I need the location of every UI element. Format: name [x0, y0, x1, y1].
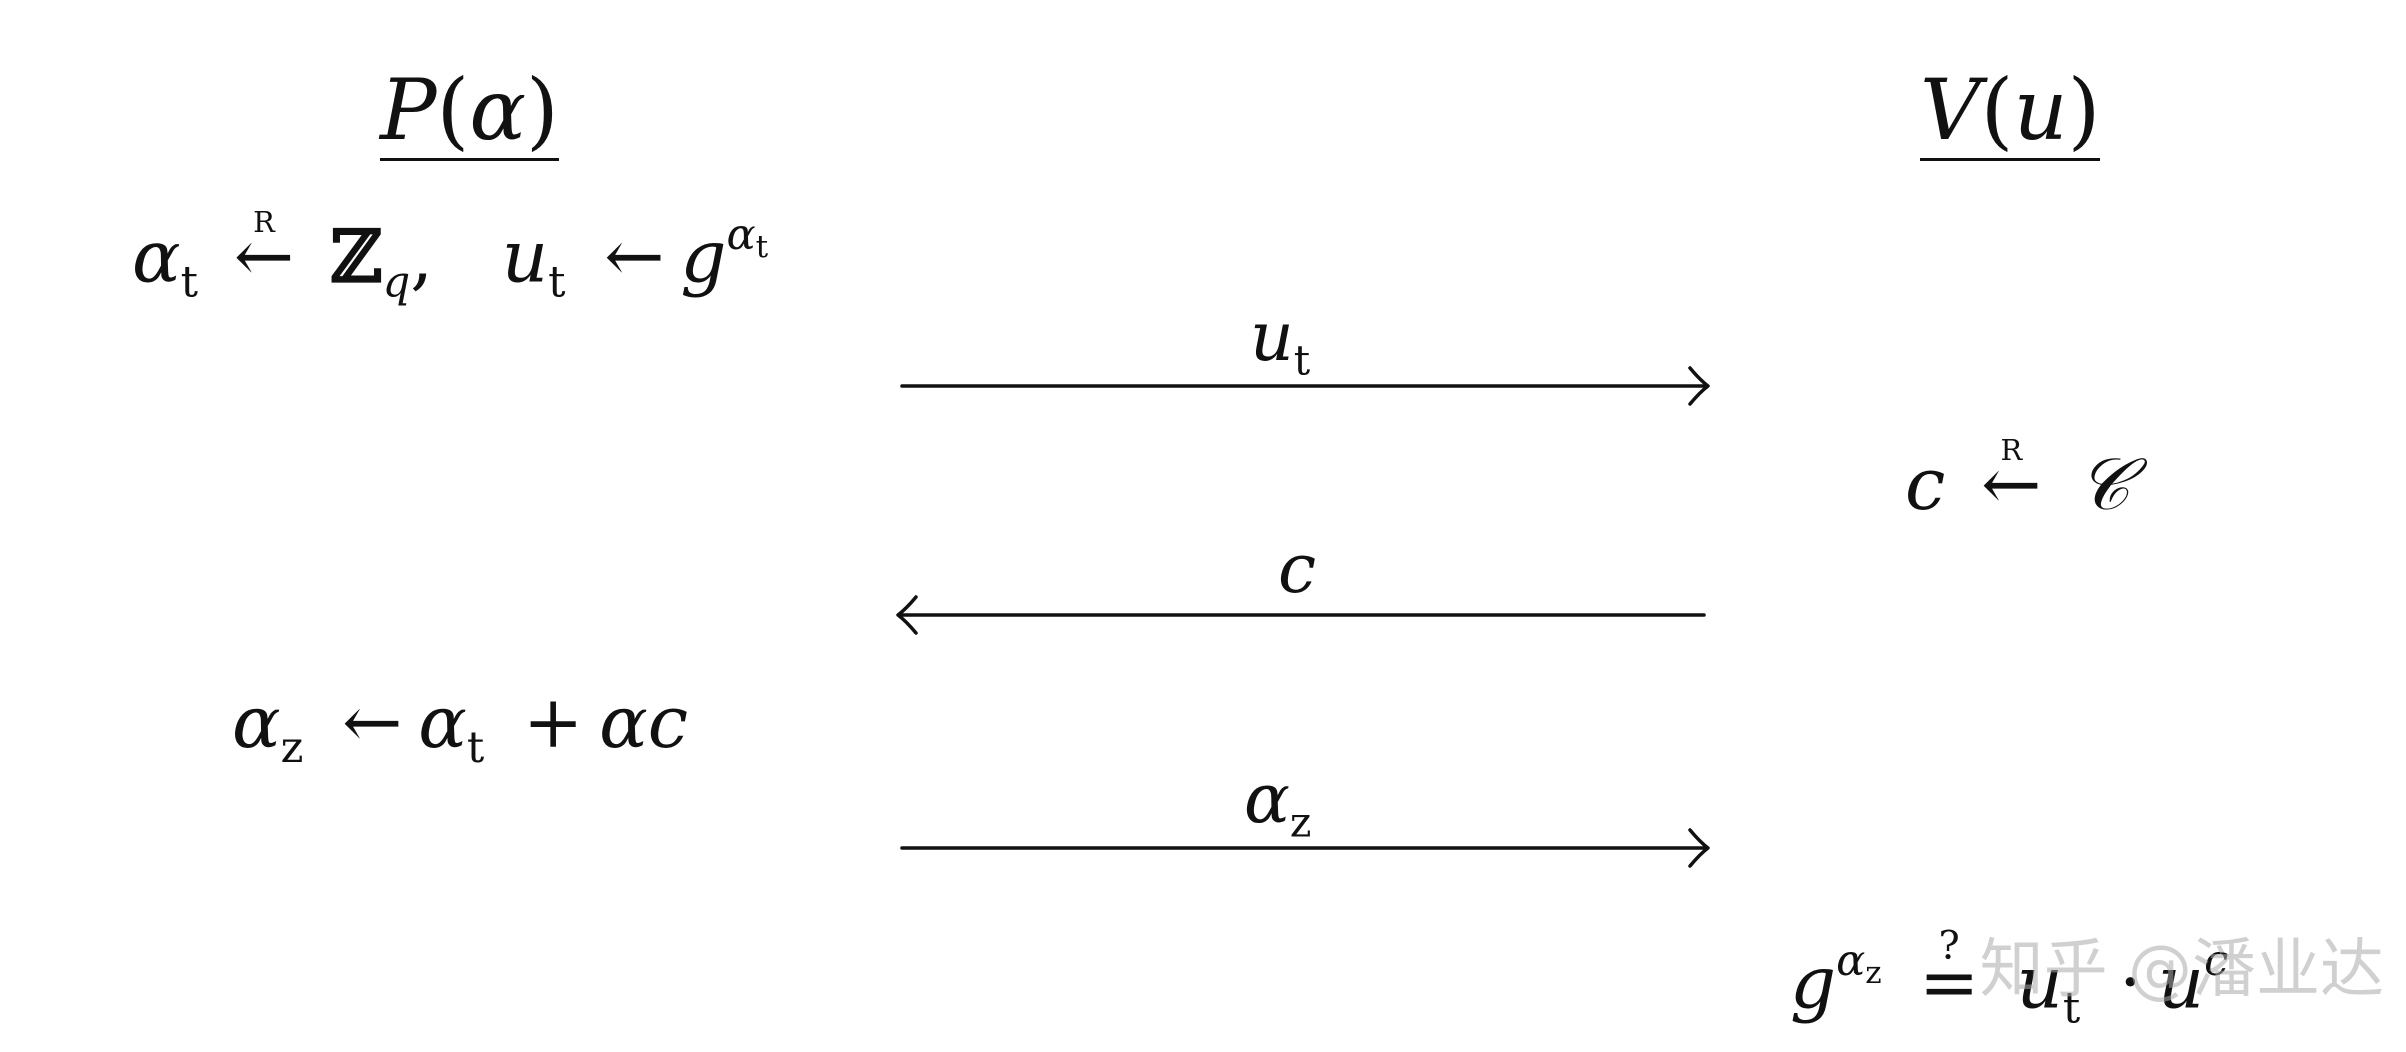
commit-u: u	[501, 214, 549, 299]
commit-separator: ,	[410, 214, 434, 299]
commit-assign-arrow: ←	[604, 214, 665, 299]
commit-g: g	[680, 214, 727, 299]
msg3-var: α	[1244, 760, 1290, 839]
prover-header: P(α)	[380, 68, 559, 161]
arrow-prover-to-verifier-1	[900, 366, 1710, 406]
check-u2-exp: c	[2204, 936, 2229, 986]
resp-alpha-sub: z	[280, 723, 304, 774]
prover-commitment: αt ←R ℤq, ut ←gαt	[132, 208, 768, 308]
field-sub: q	[382, 257, 411, 308]
check-u: u	[2016, 940, 2063, 1025]
msg1-var: u	[1250, 298, 1294, 377]
prover-param: α	[469, 61, 527, 159]
message-1-label: ut	[1250, 304, 1310, 381]
verifier-challenge: c ←R 𝒞	[1905, 436, 2130, 520]
prover-name: P	[380, 61, 437, 159]
commit-exp-sub: t	[755, 228, 769, 265]
prover-close-paren: )	[526, 61, 559, 159]
field-symbol: ℤ	[330, 213, 383, 299]
resp-alpha2: α	[418, 680, 467, 764]
arrow-prover-to-verifier-2	[900, 828, 1710, 868]
resp-assign-arrow: ←	[342, 680, 403, 764]
commit-exp-alpha: α	[726, 210, 756, 260]
resp-plus: +	[522, 680, 584, 764]
resp-alpha: α	[232, 680, 281, 764]
arrow-3-head	[1688, 828, 1710, 868]
resp-alpha3: α	[599, 680, 648, 764]
challenge-set: 𝒞	[2077, 442, 2130, 526]
message-2-label: c	[1278, 536, 1316, 604]
check-exp-sub: z	[1865, 954, 1882, 991]
random-sample-arrow: ←R	[234, 208, 294, 292]
check-dot: ·	[2119, 940, 2142, 1025]
resp-alpha2-sub: t	[466, 723, 485, 774]
check-u-sub: t	[2062, 983, 2081, 1034]
verifier-name: V	[1920, 61, 1981, 159]
verifier-header: V(u)	[1920, 68, 2101, 161]
arrow-1-head	[1688, 366, 1710, 406]
commit-g-exponent: αt	[726, 210, 768, 262]
commit-u-sub: t	[548, 257, 566, 308]
message-3-label: αz	[1244, 766, 1311, 843]
check-u2: u	[2157, 940, 2205, 1025]
check-equals: =	[1918, 940, 1980, 1025]
check-exp-alpha: α	[1836, 936, 1866, 986]
check-question: ?	[1938, 922, 1960, 969]
check-g: g	[1790, 940, 1837, 1025]
msg2-var: c	[1278, 530, 1317, 609]
check-question-equals: =?	[1919, 926, 1979, 1018]
msg3-sub: z	[1289, 798, 1312, 847]
challenge-sample-arrow: ←R	[1981, 436, 2041, 520]
check-g-exponent: αz	[1836, 936, 1882, 988]
verifier-close-paren: )	[2067, 61, 2101, 159]
challenge-sample-mark: R	[2000, 432, 2023, 467]
watermark: 知乎 @潘业达	[1979, 933, 2384, 1007]
prover-response: αz ←αt +αc	[232, 686, 688, 770]
commit-alpha-sub: t	[180, 257, 198, 308]
random-sample-arrow-glyph: ←	[233, 214, 295, 299]
msg1-sub: t	[1293, 336, 1311, 385]
verification-equation: gαz =? ut ·uc	[1790, 926, 2228, 1034]
challenge-sample-arrow-glyph: ←	[1981, 442, 2042, 526]
arrow-verifier-to-prover	[896, 595, 1706, 635]
random-sample-mark: R	[253, 205, 275, 240]
commit-alpha: α	[132, 214, 181, 299]
challenge-c: c	[1905, 442, 1946, 526]
verifier-param: u	[2013, 61, 2068, 159]
prover-open-paren: (	[436, 61, 470, 159]
verifier-open-paren: (	[1980, 61, 2014, 159]
resp-c: c	[647, 680, 689, 764]
arrow-2-head	[896, 595, 918, 635]
